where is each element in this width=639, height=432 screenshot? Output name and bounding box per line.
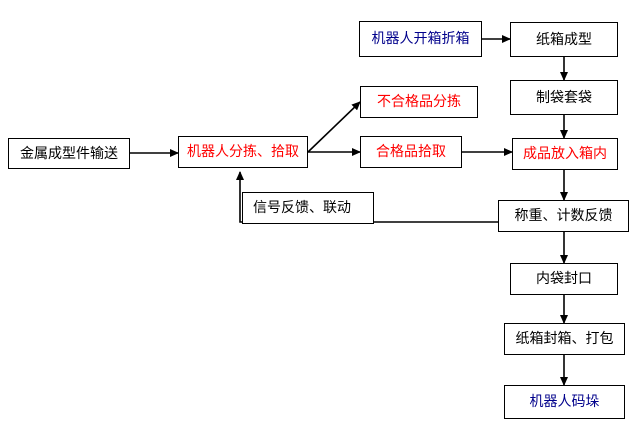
node-label: 金属成型件输送 bbox=[20, 145, 118, 162]
node-robot-open-carton[interactable]: 机器人开箱折箱 bbox=[359, 21, 482, 57]
node-bag-making[interactable]: 制袋套袋 bbox=[510, 80, 618, 115]
node-label: 机器人分拣、拾取 bbox=[187, 144, 299, 160]
edge-robot-sort-pick-to-reject-sort bbox=[307, 101, 361, 153]
node-robot-palletizing[interactable]: 机器人码垛 bbox=[504, 385, 625, 419]
node-weigh-count[interactable]: 称重、计数反馈 bbox=[498, 200, 629, 232]
node-reject-sort[interactable]: 不合格品分拣 bbox=[360, 86, 478, 118]
node-inner-bag-seal[interactable]: 内袋封口 bbox=[510, 263, 618, 295]
node-label: 内袋封口 bbox=[536, 271, 592, 287]
node-label: 成品放入箱内 bbox=[523, 146, 607, 162]
node-label: 纸箱成型 bbox=[536, 31, 592, 48]
node-carton-forming[interactable]: 纸箱成型 bbox=[510, 22, 618, 57]
node-label: 制袋套袋 bbox=[536, 89, 592, 106]
node-product-into-box[interactable]: 成品放入箱内 bbox=[512, 138, 618, 170]
node-signal-feedback[interactable]: 信号反馈、联动 bbox=[242, 192, 374, 224]
node-label: 机器人码垛 bbox=[529, 394, 600, 410]
node-qualified-pick[interactable]: 合格品拾取 bbox=[360, 136, 462, 168]
node-label: 机器人开箱折箱 bbox=[371, 31, 470, 47]
node-label: 称重、计数反馈 bbox=[514, 208, 613, 224]
node-label: 合格品拾取 bbox=[376, 144, 446, 160]
node-label: 不合格品分拣 bbox=[377, 94, 461, 110]
node-metal-feed[interactable]: 金属成型件输送 bbox=[8, 138, 130, 169]
node-robot-sort-pick[interactable]: 机器人分拣、拾取 bbox=[178, 136, 308, 168]
node-carton-seal-pack[interactable]: 纸箱封箱、打包 bbox=[504, 323, 625, 355]
node-label: 纸箱封箱、打包 bbox=[515, 331, 614, 347]
node-label: 信号反馈、联动 bbox=[253, 200, 351, 216]
